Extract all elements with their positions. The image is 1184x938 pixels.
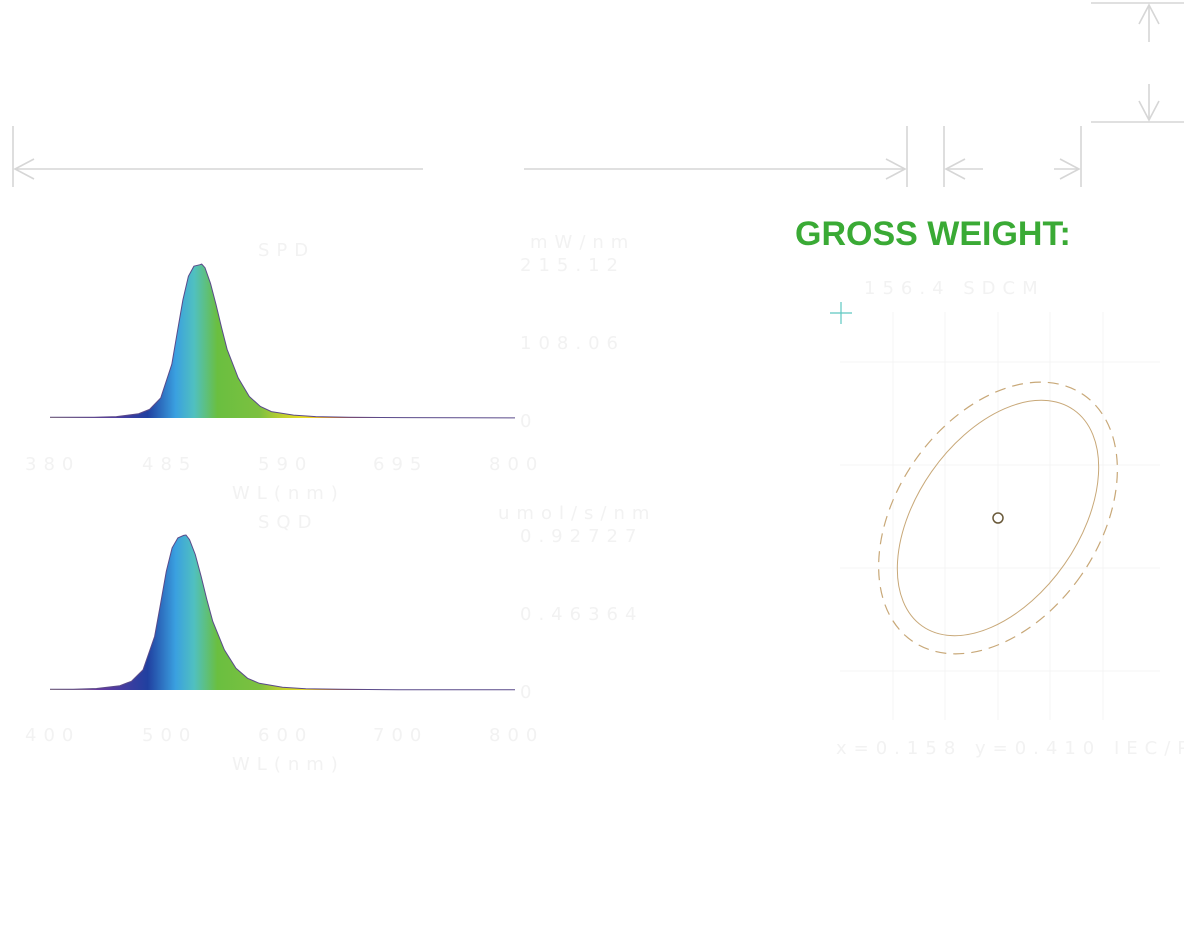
- sqd-x-tick: 800: [489, 725, 544, 746]
- sqd-y-tick-max: 0.92727: [520, 526, 643, 547]
- sqd-x-label: WL(nm): [232, 754, 345, 775]
- sqd-x-tick: 700: [373, 725, 428, 746]
- spd-curve-outline: [50, 263, 516, 419]
- sdcm-ellipse-inner: [896, 399, 1100, 637]
- sqd-chart-title: SQD: [258, 512, 318, 533]
- sqd-curve-area: [50, 535, 515, 690]
- sqd-x-tick: 600: [258, 725, 313, 746]
- spd-x-tick: 590: [258, 454, 313, 475]
- gross-weight-label: GROSS WEIGHT:: [795, 215, 1071, 253]
- spd-x-tick: 800: [489, 454, 544, 475]
- spd-curve-area: [50, 264, 515, 418]
- spd-x-tick: 485: [142, 454, 197, 475]
- spd-x-tick: 695: [373, 454, 428, 475]
- spd-y-tick-zero: 0: [520, 411, 538, 432]
- sqd-y-tick-mid: 0.46364: [520, 604, 643, 625]
- spd-chart-title: SPD: [258, 240, 315, 261]
- spd-y-tick-max: 215.12: [520, 255, 625, 276]
- spd-y-tick-mid: 108.06: [520, 333, 625, 354]
- dimension-lines: [12, 2, 1184, 187]
- crosshair-icon: [830, 302, 852, 324]
- chromaticity-caption: x=0.158 y=0.410 IEC/P2700: [836, 738, 1184, 759]
- spd-x-label: WL(nm): [232, 483, 345, 504]
- sdcm-title: 156.4 SDCM: [864, 278, 1045, 299]
- sqd-y-tick-zero: 0: [520, 682, 538, 703]
- sqd-x-tick: 500: [142, 725, 197, 746]
- sqd-chart: SQD umol/s/nm 0.92727 0.46364 0 400 500 …: [25, 503, 656, 775]
- sdcm-ellipse-outer: [878, 381, 1118, 655]
- spd-x-tick: 380: [25, 454, 80, 475]
- spd-y-unit: mW/nm: [530, 232, 635, 253]
- chromaticity-point: [992, 512, 1004, 524]
- sqd-curve-outline: [49, 534, 515, 691]
- sqd-x-tick: 400: [25, 725, 80, 746]
- sqd-y-unit: umol/s/nm: [498, 503, 656, 524]
- chromaticity-grid: [840, 312, 1160, 720]
- chromaticity-chart: 156.4 SDCM x=0.158 y=0.410 IEC/P2700: [830, 278, 1184, 759]
- spd-chart: SPD mW/nm 215.12 108.06 0 380 485 590 69…: [25, 232, 635, 504]
